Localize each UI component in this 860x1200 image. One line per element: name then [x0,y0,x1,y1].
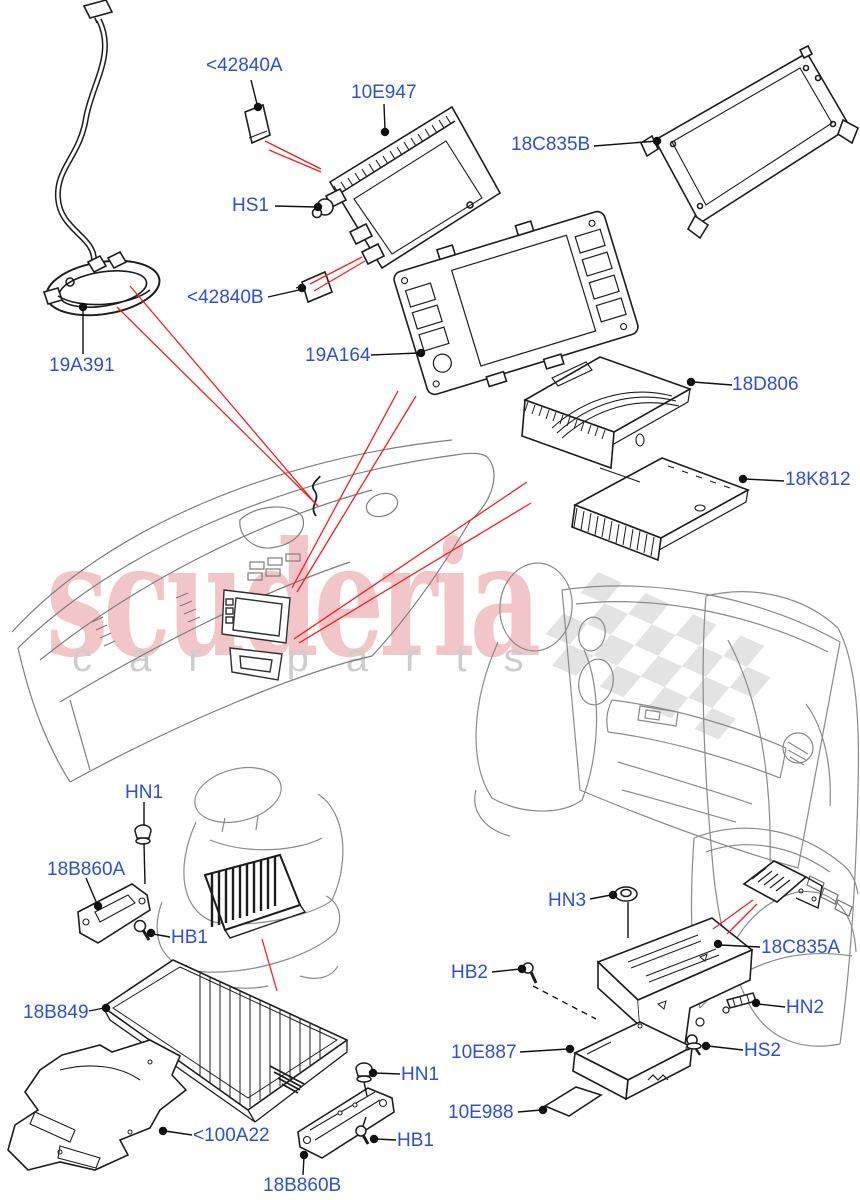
part-label-HB2[interactable]: HB2 [451,962,488,983]
part-label-18B860A[interactable]: 18B860A [47,859,126,880]
part-label-18C835B[interactable]: 18C835B [511,134,591,155]
part-label-19A164[interactable]: 19A164 [305,345,371,366]
part-label-HS1[interactable]: HS1 [232,195,269,216]
part-label-10E947[interactable]: 10E947 [351,82,417,103]
bracket-18C835B-drawing [639,44,860,240]
part-label-18C835A[interactable]: 18C835A [761,937,841,958]
underseat-amp-drawing [203,853,307,939]
part-label-HN3[interactable]: HN3 [548,890,587,911]
plate-18B849-drawing [101,959,349,1123]
part-label-18K812[interactable]: 18K812 [785,469,851,490]
bolt-HB1-bot-drawing [355,1125,370,1145]
head-unit-19A164-drawing [393,210,639,396]
bolt-HB2-drawing [522,962,538,984]
cd-unit-18D806-drawing [521,356,692,470]
part-label-18D806[interactable]: 18D806 [732,374,799,395]
part-label-HB1-bottom[interactable]: HB1 [397,1130,434,1151]
screw-HS2-drawing [686,1034,702,1056]
dashboard-sketch [11,439,495,783]
part-label-18B860B[interactable]: 18B860B [263,1175,342,1196]
part-label-19A391[interactable]: 19A391 [49,355,115,376]
dashboard-mounted-screen [221,475,321,681]
part-label-10E988[interactable]: 10E988 [448,1102,514,1123]
bracket-18B860B-drawing [297,1087,395,1159]
floor-panel-100A22-drawing [7,1039,188,1171]
door-panel-sketch [561,585,841,869]
bracket-18C835A-drawing [596,917,754,1046]
red-leader-lines [116,140,758,992]
part-label-42840B[interactable]: <42840B [187,287,264,308]
part-label-100A22[interactable]: <100A22 [193,1125,270,1146]
display-10E947-drawing [324,105,502,270]
bolt-HB1-top-drawing [133,919,151,941]
quarter-trim-sketch [702,591,860,1047]
amp-18K812-drawing [571,457,750,562]
part-label-42840A[interactable]: <42840A [206,55,283,76]
part-label-HN1-top[interactable]: HN1 [125,782,164,803]
black-leader-lines [78,79,786,1176]
card-10E988-drawing [543,1086,603,1117]
part-label-HS2[interactable]: HS2 [744,1040,781,1061]
part-label-HB1-top[interactable]: HB1 [171,927,208,948]
bracket-18B860A-drawing [77,883,151,944]
nut-HN1-top-drawing [134,824,152,845]
nut-HN3-drawing [614,886,638,902]
checkered-flag-watermark [545,572,771,740]
trim-module-drawing [742,860,823,910]
antenna-19A391-drawing [42,0,161,317]
middle-seat-sketch [474,562,598,837]
stud-HN2-drawing [726,992,757,1009]
part-label-HN1-bottom[interactable]: HN1 [401,1064,440,1085]
part-label-18B849[interactable]: 18B849 [23,1002,89,1023]
part-label-10E887[interactable]: 10E887 [451,1042,517,1063]
part-label-HN2[interactable]: HN2 [786,997,825,1018]
